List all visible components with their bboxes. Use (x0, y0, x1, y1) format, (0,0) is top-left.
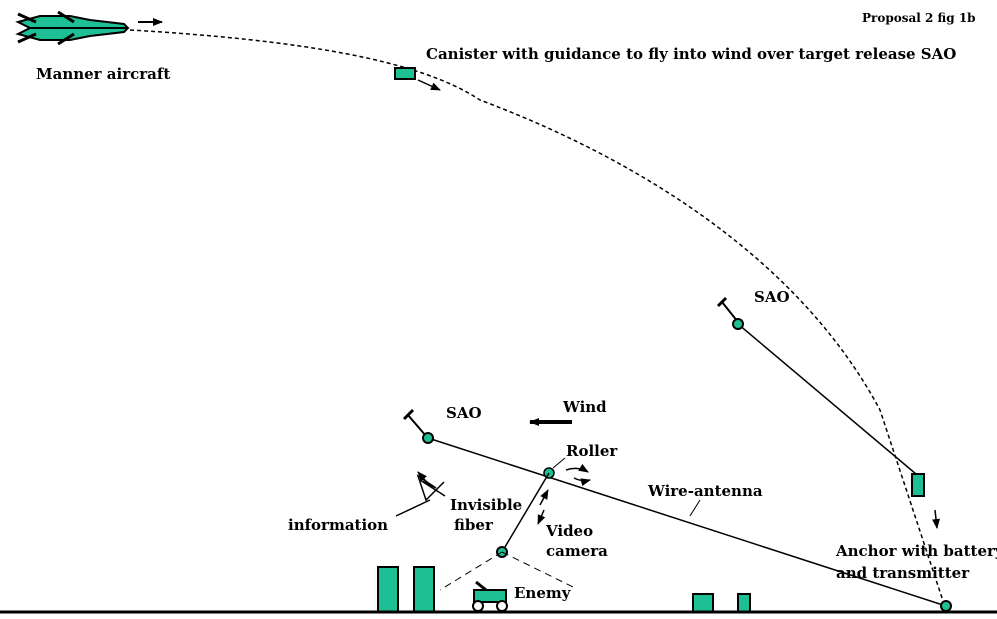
building-icon (737, 593, 751, 613)
trajectory-dashed (129, 29, 947, 611)
wire-antenna-line (427, 437, 947, 607)
invisible-fiber-label-2: fiber (454, 516, 494, 534)
signal-arrow (417, 471, 431, 487)
information-label: information (288, 516, 388, 534)
camera-view-right (501, 551, 576, 589)
roller-pointer (552, 457, 566, 469)
fiber-line (501, 472, 550, 553)
video-camera-label-2: camera (546, 542, 608, 560)
wind-label: Wind (562, 398, 607, 416)
anchor-label-2: and transmitter (836, 564, 970, 582)
upper-sao-tether (737, 323, 917, 475)
camera-view-left (439, 551, 503, 591)
building-icon (377, 566, 399, 613)
invisible-fiber-label-1: Invisible (450, 496, 522, 514)
lower-sao-node (422, 432, 434, 444)
fiber-arrow-down (537, 509, 546, 525)
video-camera-label-1: Video (545, 522, 593, 540)
enemy-label: Enemy (514, 584, 572, 602)
lower-sao-label: SAO (446, 404, 482, 422)
parachute-icon (716, 296, 739, 323)
roller-label: Roller (566, 442, 618, 460)
building-icon (413, 566, 435, 613)
building-icon (692, 593, 714, 613)
canister-label: Canister with guidance to fly into wind … (426, 45, 956, 63)
aircraft-icon (15, 10, 130, 46)
canister-falling-icon (911, 473, 925, 497)
falling-direction-arrow (932, 509, 940, 529)
wire-antenna-pointer (689, 499, 701, 517)
tank-icon (472, 580, 508, 612)
roller-arrow-right (565, 463, 589, 473)
upper-sao-node (732, 318, 744, 330)
information-pointer (395, 499, 431, 517)
anchor-label-1: Anchor with battery (835, 542, 997, 560)
anchor-icon (940, 600, 952, 612)
wire-antenna-label: Wire-antenna (647, 482, 763, 500)
signal-zigzag (416, 474, 446, 502)
upper-sao-label: SAO (754, 288, 790, 306)
figure-id: Proposal 2 fig 1b (862, 11, 976, 25)
canister-direction-arrow (417, 79, 441, 91)
fiber-arrow-up (539, 489, 549, 506)
parachute-icon (402, 408, 427, 437)
roller-arrow-lower (573, 477, 591, 487)
canister-icon (394, 67, 416, 80)
aircraft-label: Manner aircraft (36, 65, 170, 83)
